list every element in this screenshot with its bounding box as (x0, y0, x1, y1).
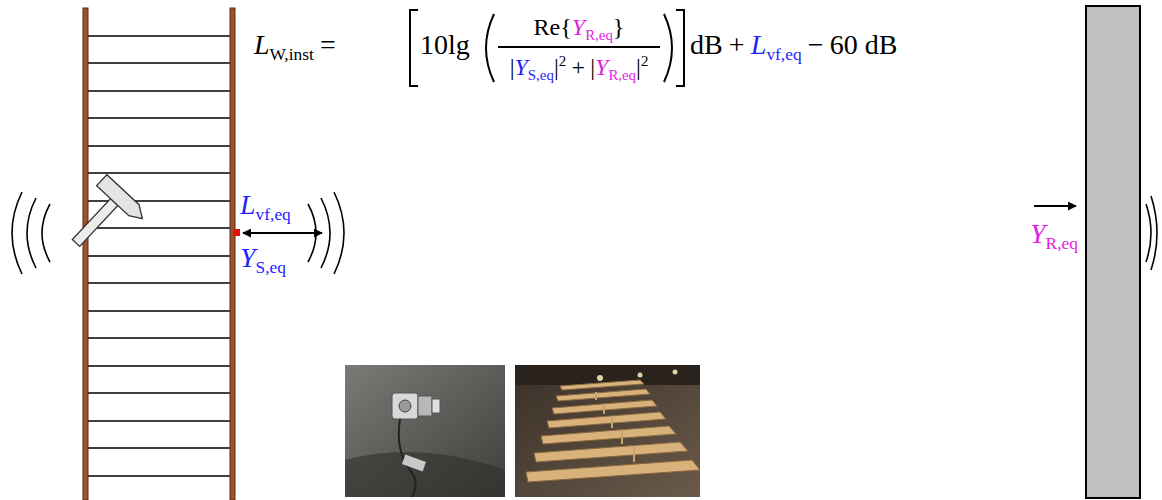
sound-waves (1146, 196, 1157, 270)
formula-unit: dB (690, 29, 723, 60)
receiving-wall (1086, 6, 1140, 498)
text-group: YR,eq (1030, 220, 1078, 252)
text-group: YS,eq (240, 244, 286, 276)
formula-symbol: L (254, 29, 270, 60)
formula-bar: | (554, 54, 559, 80)
formula-function: Re{ (534, 14, 572, 40)
stair-steps (88, 36, 230, 476)
staircase (83, 8, 235, 500)
double-arrow (243, 232, 322, 234)
formula-bar: | (510, 54, 515, 80)
formula-brace: } (613, 14, 625, 40)
formula-bar: | (636, 54, 641, 80)
text-group: Re{YR,eq} (498, 15, 660, 43)
formula-brackets (410, 10, 684, 86)
text-group: |YS,eq|2+|YR,eq|2 (498, 54, 660, 83)
formula-symbol: Y (572, 14, 585, 40)
arrow (1034, 205, 1076, 207)
formula-subscript: W,inst (270, 45, 314, 64)
formula-subscript: R,eq (608, 67, 636, 83)
quantity-symbol: L (240, 189, 256, 220)
quantity-subscript: S,eq (256, 258, 286, 277)
formula-function: 10lg (420, 29, 470, 60)
formula-exponent: 2 (641, 53, 648, 69)
formula-symbol: Y (514, 54, 527, 80)
formula-operator: = (320, 29, 336, 60)
text-group: LW,inst = (254, 31, 342, 63)
quantity-symbol: Y (1030, 218, 1046, 249)
hammer (58, 175, 147, 265)
formula-subscript: vf,eq (766, 45, 801, 64)
formula-symbol: Y (595, 54, 608, 80)
sensor-photo (345, 365, 505, 497)
formula-exponent: 2 (559, 53, 566, 69)
formula-operator: + (729, 29, 745, 60)
quantity-symbol: Y (240, 242, 256, 273)
formula-unit: 60 dB (830, 29, 898, 60)
formula-operator: + (571, 54, 585, 80)
formula-subscript: S,eq (528, 67, 554, 83)
text-group: Lvf,eq (240, 191, 291, 223)
formula-symbol: L (751, 29, 767, 60)
formula-subscript: R,eq (585, 27, 613, 43)
formula-bar: | (590, 54, 595, 80)
quantity-subscript: vf,eq (256, 205, 291, 224)
quantity-subscript: R,eq (1046, 234, 1078, 253)
sound-waves (12, 192, 50, 274)
text-group: 10lg (420, 31, 470, 59)
stringer (230, 8, 235, 500)
sound-waves (308, 192, 344, 274)
text-group: dB+Lvf,eq−60 dB (690, 31, 897, 63)
stringer (83, 8, 88, 500)
formula-operator: − (808, 29, 824, 60)
contact-point (233, 229, 240, 236)
staircase-photo (515, 365, 700, 497)
